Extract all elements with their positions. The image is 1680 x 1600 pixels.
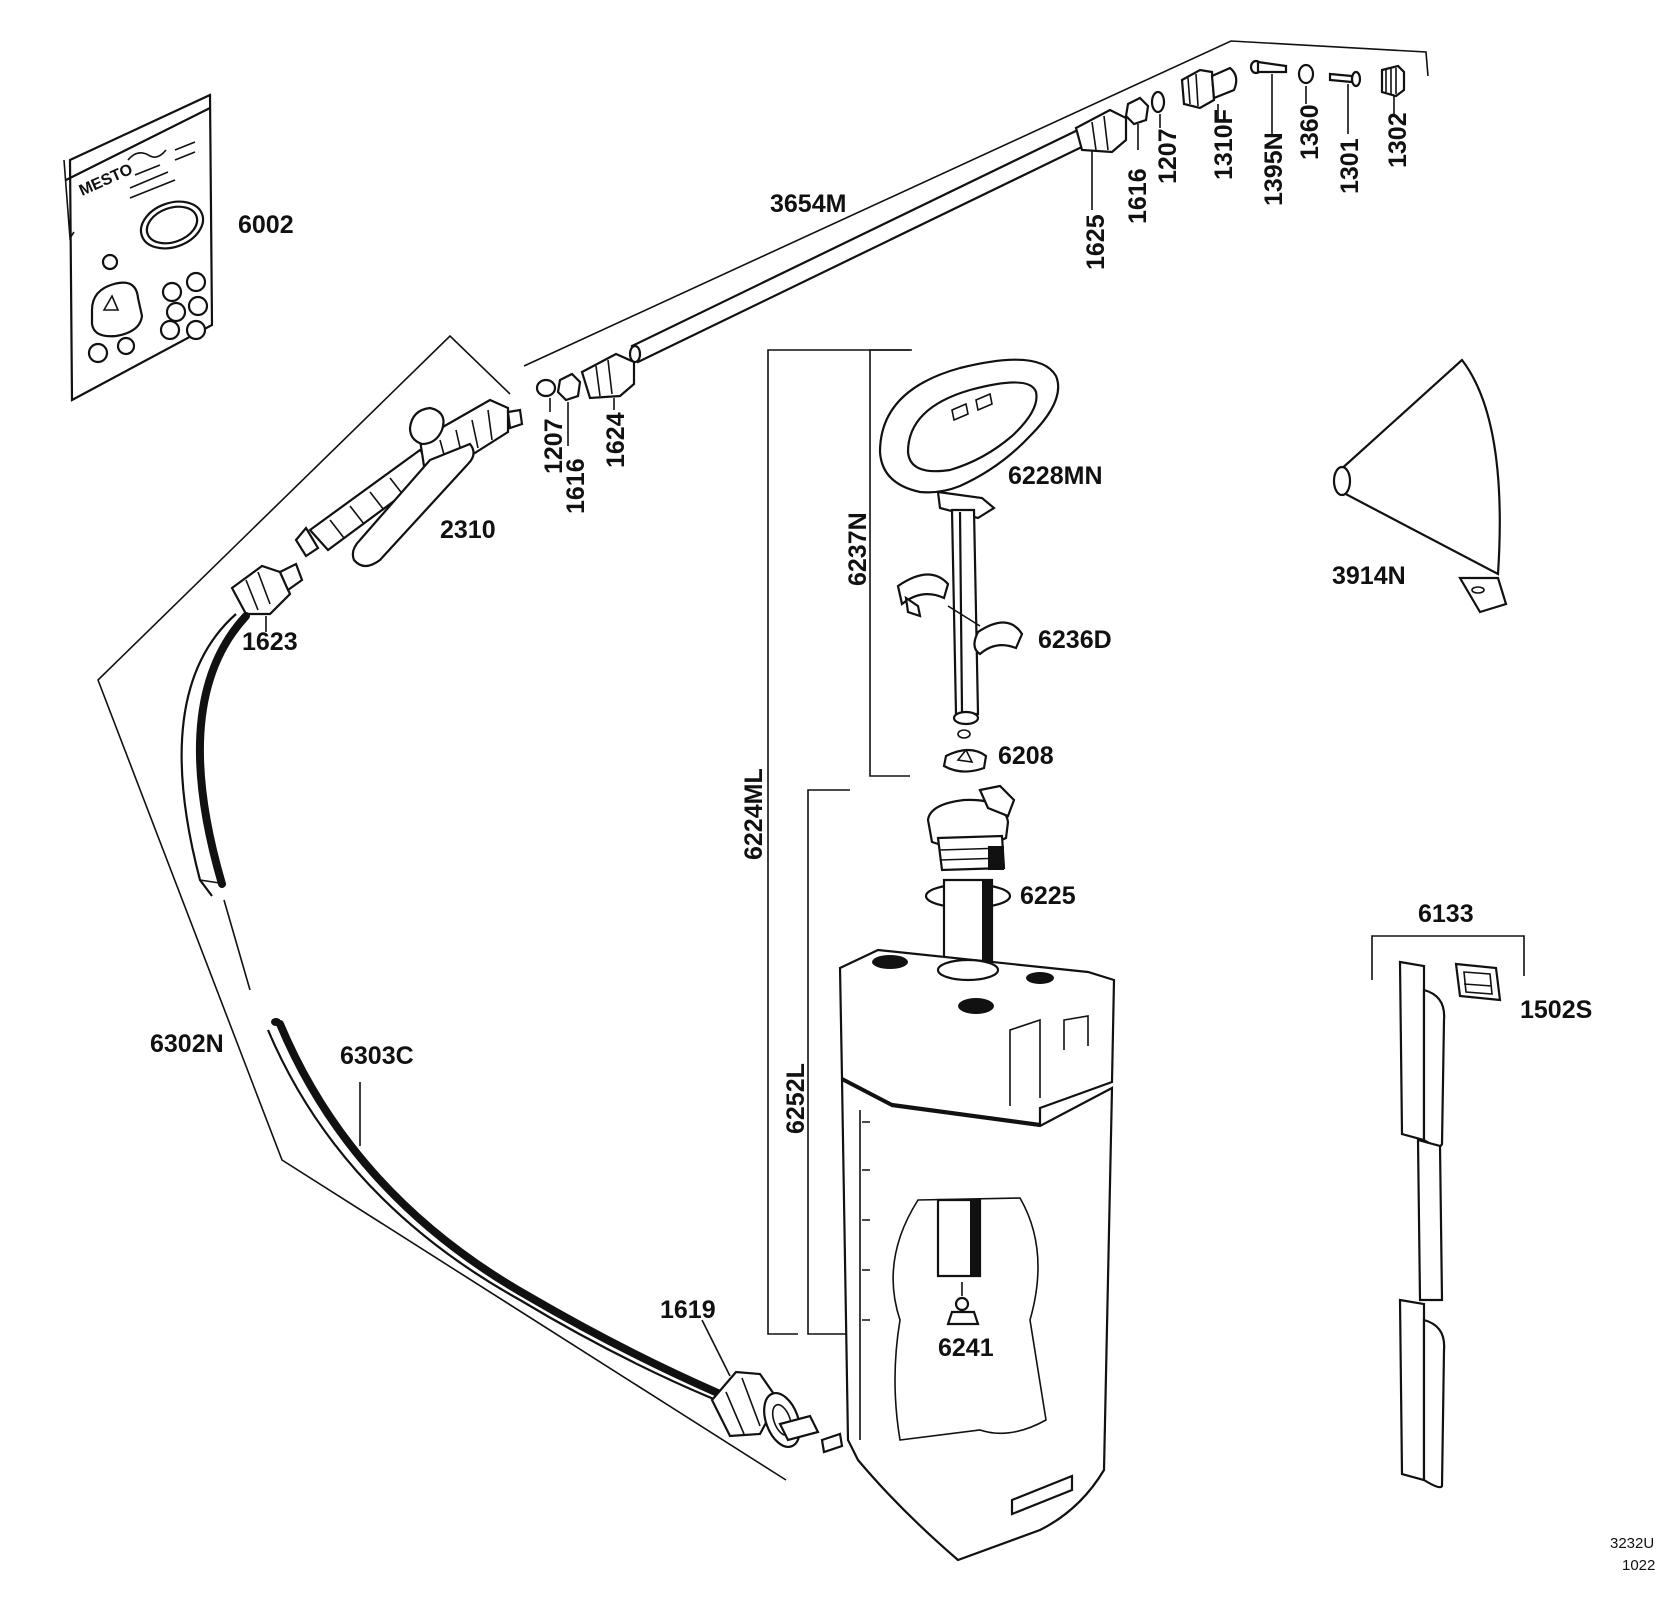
hose-upper-segment: [180, 612, 250, 897]
label-6241: 6241: [938, 1334, 994, 1362]
pin-1395N: [1249, 59, 1288, 75]
spray-shield-3914N: [1332, 358, 1508, 614]
label-2310: 2310: [440, 516, 496, 544]
washer-1207-top: [1150, 90, 1166, 114]
label-6236D: 6236D: [1038, 626, 1112, 654]
ring-1360: [1297, 63, 1315, 85]
lance-bracket: [523, 40, 1429, 367]
hose-bracket: [97, 334, 787, 1481]
label-6252L: 6252L: [782, 1063, 810, 1134]
spray-gun: [294, 398, 524, 568]
doc-revision: 1022: [1622, 1557, 1655, 1574]
label-1310F: 1310F: [1210, 109, 1238, 180]
label-6208: 6208: [998, 742, 1054, 770]
label-6228MN: 6228MN: [1008, 462, 1103, 490]
pump-handle: [878, 358, 1060, 520]
hose-nut-1623: [230, 562, 304, 616]
label-1616-mid: 1616: [562, 458, 590, 514]
label-1623: 1623: [242, 628, 298, 656]
label-1624: 1624: [602, 412, 630, 468]
label-6237N: 6237N: [844, 512, 872, 586]
hose-lower-segment: [266, 1018, 724, 1402]
label-1207-top: 1207: [1154, 128, 1182, 184]
label-6303C: 6303C: [340, 1042, 414, 1070]
label-6302N: 6302N: [150, 1030, 224, 1058]
doc-code: 3232U: [1610, 1535, 1654, 1552]
bracket-6133: [1371, 935, 1525, 980]
tank-body: [820, 948, 1116, 1562]
nut-1625: [1074, 108, 1128, 154]
nut-1624: [580, 352, 636, 400]
label-6133: 6133: [1418, 900, 1474, 928]
label-1619: 1619: [660, 1296, 716, 1324]
shoulder-strap: [1398, 960, 1446, 1489]
hose-connector-1619: [710, 1370, 820, 1448]
spare-parts-packet: MESTO: [63, 93, 214, 402]
bracket-6252L: [807, 789, 850, 1335]
label-1625: 1625: [1082, 214, 1110, 270]
label-1302: 1302: [1384, 112, 1412, 168]
label-1502S: 1502S: [1520, 996, 1592, 1024]
nozzle-body-1310F: [1180, 66, 1238, 110]
label-1616-top: 1616: [1124, 168, 1152, 224]
piston-seal-6208: [942, 729, 988, 773]
adapter-1616-mid: [556, 372, 582, 402]
label-1360: 1360: [1296, 104, 1324, 160]
adapter-1616-top: [1124, 96, 1150, 126]
pump-rod: [950, 508, 980, 726]
label-1207-mid: 1207: [540, 418, 568, 474]
bracket-6224ML: [767, 349, 910, 1335]
clips-6236D: [896, 573, 1024, 656]
washer-1207-mid: [535, 378, 557, 398]
needle-1301: [1328, 70, 1362, 88]
label-3914N: 3914N: [1332, 562, 1406, 590]
label-6002: 6002: [238, 211, 294, 239]
foot-valve-6241: [946, 1282, 980, 1326]
label-1301: 1301: [1336, 138, 1364, 194]
label-6224ML: 6224ML: [740, 768, 768, 860]
bracket-6237N: [869, 349, 912, 777]
label-3654M: 3654M: [770, 190, 846, 218]
nozzle-cap-1302: [1380, 64, 1406, 98]
label-6225: 6225: [1020, 882, 1076, 910]
buckle-1502S: [1454, 962, 1502, 1002]
label-1395N: 1395N: [1260, 132, 1288, 206]
lance-tube: [628, 126, 1090, 364]
